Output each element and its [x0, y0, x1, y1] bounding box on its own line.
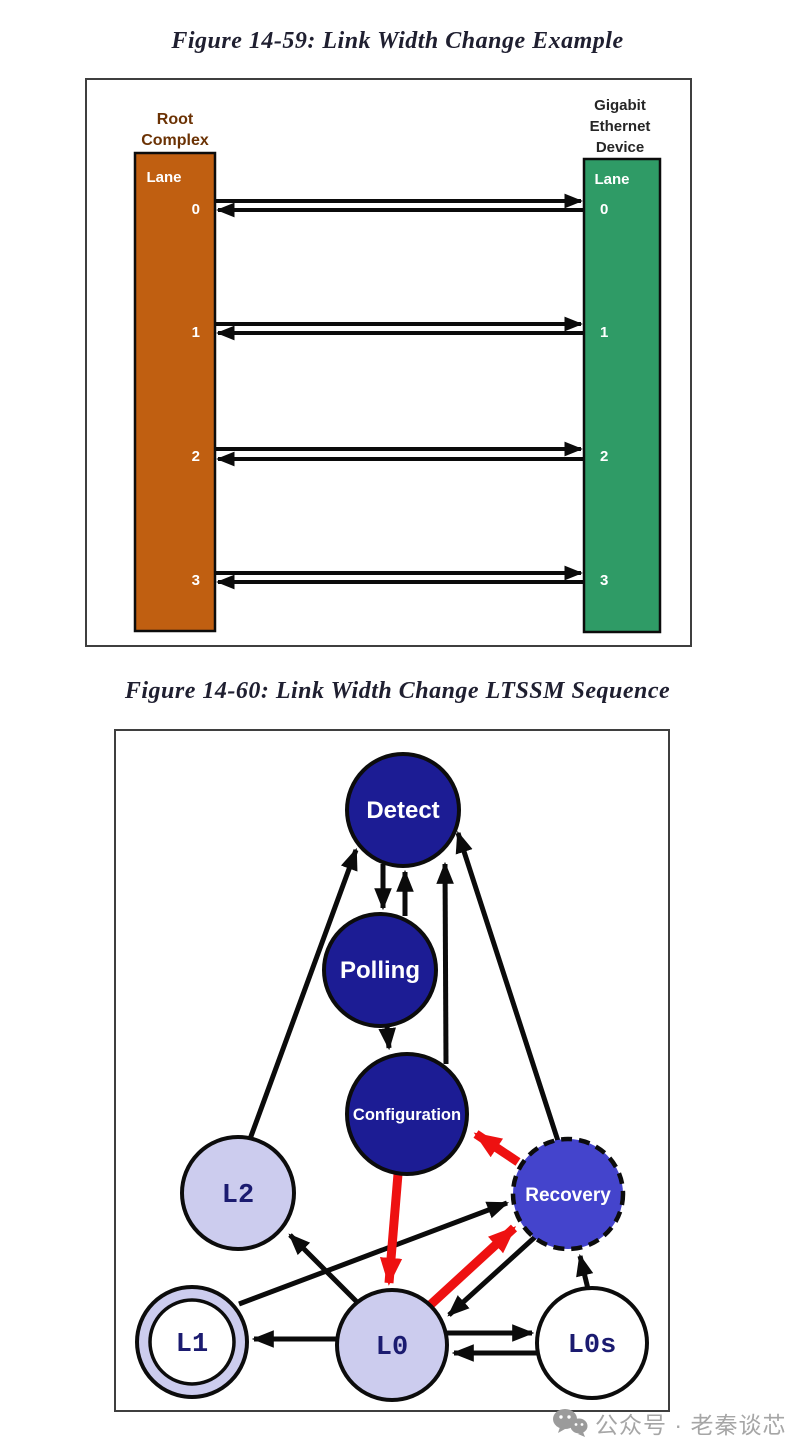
device-lane-1: 1: [600, 324, 608, 341]
watermark: 公众号 · 老秦谈芯: [552, 1406, 786, 1440]
edge-l1-to-recovery: [238, 1200, 510, 1307]
node-configuration-label: Configuration: [353, 1106, 461, 1124]
ethernet-device-label-line1: Gigabit: [594, 97, 646, 114]
edge-l0-to-l2: [288, 1233, 359, 1304]
edge-recovery-to-configuration-red: [473, 1130, 521, 1166]
node-l0-label: L0: [376, 1333, 408, 1363]
root-lane-3: 3: [192, 572, 200, 589]
node-l0s-label: L0s: [568, 1331, 617, 1361]
root-complex-label-line1: Root: [157, 111, 194, 128]
node-recovery: [510, 1136, 626, 1252]
figure59-diagram: Root Complex Gigabit Ethernet Device Lan…: [85, 78, 692, 647]
node-detect: [345, 752, 461, 868]
root-lane-1: 1: [192, 324, 200, 341]
edge-l0s-to-recovery: [576, 1253, 594, 1290]
ltssm-svg: Detect Polling Configuration Recovery L2…: [135, 752, 649, 1402]
edge-recovery-to-l0: [447, 1235, 537, 1317]
root-complex-box: [133, 151, 217, 633]
root-complex-label-line2: Complex: [141, 132, 209, 149]
device-lane-2: 2: [600, 448, 608, 465]
watermark-text: 公众号 · 老秦谈芯: [595, 1412, 787, 1438]
node-polling-label: Polling: [340, 957, 420, 984]
node-polling: [322, 912, 438, 1028]
ethernet-device-label-line2: Ethernet: [590, 118, 651, 135]
root-lane-2: 2: [192, 448, 200, 465]
ethernet-device-label-line3: Device: [596, 139, 644, 156]
edge-l2-to-detect: [247, 847, 359, 1140]
device-lane-header: Lane: [594, 171, 629, 188]
node-detect-label: Detect: [366, 797, 439, 824]
figure60-diagram: Detect Polling Configuration Recovery L2…: [114, 729, 670, 1412]
figure59-title: Figure 14-59: Link Width Change Example: [171, 28, 624, 54]
edge-recovery-to-detect: [455, 830, 561, 1142]
node-l2: [180, 1135, 296, 1251]
node-recovery-label: Recovery: [525, 1185, 611, 1206]
node-configuration: [345, 1052, 469, 1176]
edge-l0-to-recovery-red: [424, 1224, 518, 1311]
node-l1-label: L1: [176, 1330, 208, 1360]
root-lane-header: Lane: [146, 169, 181, 186]
node-l2-label: L2: [222, 1181, 254, 1211]
edge-configuration-to-detect: [436, 861, 454, 1065]
edge-configuration-to-l0-red: [379, 1173, 403, 1286]
edge-polling-to-configuration: [378, 1025, 396, 1051]
root-lane-0: 0: [192, 201, 200, 218]
device-lane-0: 0: [600, 201, 608, 218]
node-l0s: [535, 1286, 649, 1400]
wechat-icon: [553, 1409, 588, 1437]
ethernet-device-box: [582, 157, 662, 634]
node-l1: [148, 1298, 236, 1386]
node-l0: [335, 1288, 449, 1402]
figure60-title: Figure 14-60: Link Width Change LTSSM Se…: [124, 678, 671, 704]
figure59-svg: Root Complex Gigabit Ethernet Device Lan…: [133, 97, 662, 634]
device-lane-3: 3: [600, 572, 608, 589]
